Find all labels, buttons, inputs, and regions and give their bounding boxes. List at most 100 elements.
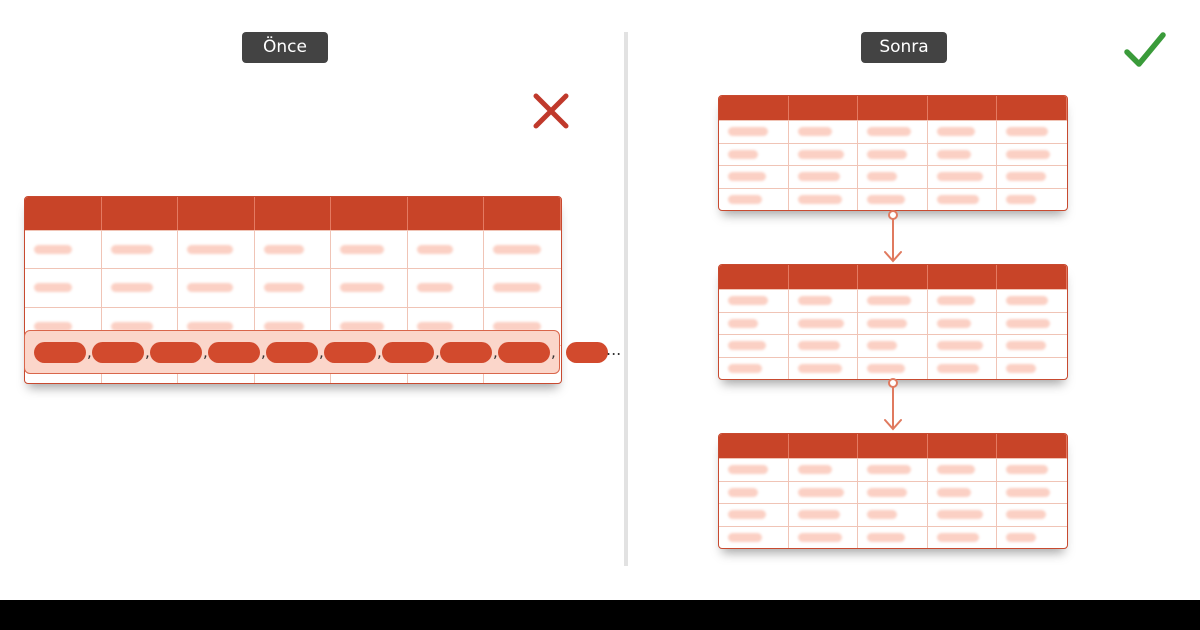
split-table-1 — [718, 95, 1068, 211]
table-cell — [927, 525, 998, 548]
cell-placeholder — [867, 296, 912, 306]
table-header-cell — [719, 96, 789, 120]
table-cell — [927, 120, 998, 143]
cell-placeholder — [263, 321, 304, 331]
table-cell — [788, 525, 859, 548]
cell-placeholder — [867, 465, 912, 475]
cell-placeholder — [728, 341, 766, 351]
cell-placeholder — [936, 487, 971, 497]
table-cell — [858, 503, 928, 526]
table-cell — [788, 311, 859, 334]
cell-placeholder — [1006, 363, 1037, 373]
table-cell — [25, 268, 102, 307]
cell-placeholder — [797, 487, 844, 497]
cell-placeholder — [416, 283, 453, 293]
table-cell — [719, 334, 789, 357]
table-header-cell — [101, 197, 179, 230]
table-header-cell — [997, 96, 1067, 120]
cell-placeholder — [110, 283, 153, 293]
table-cell — [927, 480, 998, 503]
cell-placeholder — [728, 363, 762, 373]
table-cell — [927, 289, 998, 312]
table-cell — [254, 230, 332, 269]
cell-placeholder — [1006, 532, 1037, 542]
table-cell — [997, 311, 1067, 335]
cell-placeholder — [936, 149, 971, 159]
table-cell — [484, 230, 561, 268]
table-header-cell — [788, 265, 859, 289]
table-cell — [997, 334, 1067, 357]
cell-placeholder — [340, 283, 385, 293]
table-header-cell — [254, 197, 332, 230]
cell-placeholder — [867, 341, 898, 351]
table-cell — [858, 458, 928, 481]
table-cell — [927, 187, 998, 210]
cell-placeholder — [797, 532, 842, 542]
cell-placeholder — [867, 127, 912, 137]
cell-placeholder — [1006, 341, 1047, 351]
table-cell — [788, 142, 859, 165]
table-cell — [927, 356, 998, 379]
cell-placeholder — [867, 532, 906, 542]
cell-placeholder — [936, 296, 975, 306]
table-header-cell — [927, 434, 998, 458]
cell-placeholder — [1006, 318, 1051, 328]
cell-placeholder — [728, 532, 762, 542]
cell-placeholder — [936, 127, 975, 137]
cell-placeholder — [1006, 487, 1051, 497]
flattened-value-pill — [208, 342, 260, 363]
table-cell — [719, 120, 789, 143]
cell-placeholder — [187, 321, 234, 331]
cell-placeholder — [493, 245, 542, 255]
cell-placeholder — [728, 487, 758, 497]
table-cell — [788, 334, 859, 357]
cell-placeholder — [797, 363, 842, 373]
table-cell — [25, 230, 102, 269]
cell-placeholder — [867, 172, 898, 182]
cell-placeholder — [867, 363, 906, 373]
cell-placeholder — [936, 532, 979, 542]
table-cell — [101, 268, 179, 307]
cell-placeholder — [1006, 149, 1051, 159]
table-cell — [788, 165, 859, 188]
cell-placeholder — [493, 283, 542, 293]
table-cell — [997, 165, 1067, 188]
sequence-ellipsis: ... — [606, 340, 622, 359]
cell-placeholder — [867, 149, 908, 159]
cell-placeholder — [110, 321, 153, 331]
table-header-cell — [858, 265, 928, 289]
cell-placeholder — [728, 127, 768, 137]
cell-placeholder — [867, 318, 908, 328]
table-cell — [927, 503, 998, 526]
table-cell — [719, 165, 789, 188]
table-cell — [788, 458, 859, 481]
cell-placeholder — [34, 245, 72, 255]
table-header-cell — [927, 265, 998, 289]
table-cell — [407, 268, 485, 307]
value-separator: , — [145, 343, 150, 361]
cell-placeholder — [1006, 296, 1049, 306]
cell-placeholder — [728, 296, 768, 306]
cell-placeholder — [797, 465, 832, 475]
table-cell — [178, 230, 255, 269]
table-cell — [25, 306, 102, 345]
table-cell — [927, 165, 998, 188]
table-cell — [788, 356, 859, 379]
table-cell — [997, 480, 1067, 504]
value-separator: , — [435, 343, 440, 361]
flattened-value-pill — [498, 342, 550, 363]
cell-placeholder — [340, 245, 385, 255]
table-header-cell — [788, 434, 859, 458]
table-cell — [101, 306, 179, 345]
table-cell — [858, 334, 928, 357]
value-separator: , — [261, 343, 266, 361]
cell-placeholder — [416, 321, 453, 331]
cell-placeholder — [797, 127, 832, 137]
cell-placeholder — [187, 283, 234, 293]
table-header-cell — [331, 197, 408, 230]
table-cell — [858, 525, 928, 548]
table-cell — [407, 306, 485, 345]
flattened-value-pill — [266, 342, 318, 363]
table-cell — [331, 268, 408, 307]
after-label: Sonra — [861, 32, 947, 63]
